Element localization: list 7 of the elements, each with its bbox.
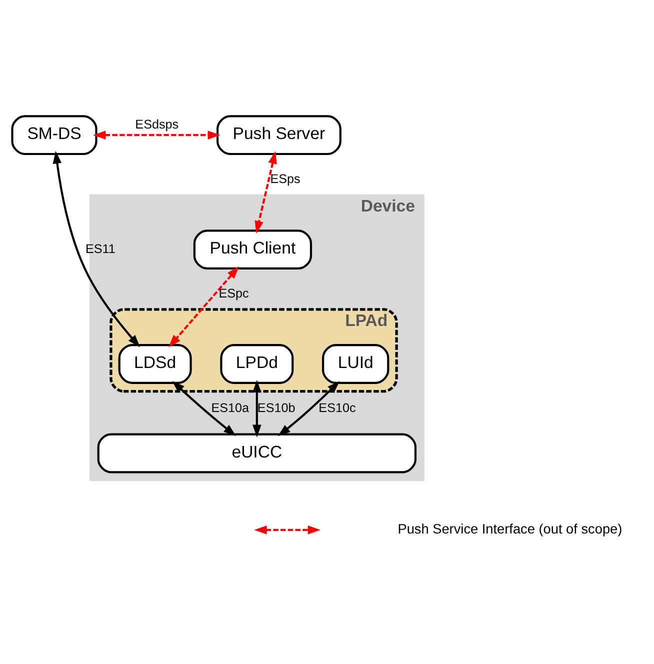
edge-label: ESpc (218, 286, 249, 300)
edge-label: ES10b (257, 400, 296, 414)
edge-label: ES10a (211, 400, 250, 414)
edge-label: ESps (270, 171, 300, 186)
edge-label: ES10c (318, 400, 356, 414)
legend-label: Push Service Interface (out of scope) (398, 520, 622, 536)
edge-label: ESdsps (135, 116, 179, 131)
